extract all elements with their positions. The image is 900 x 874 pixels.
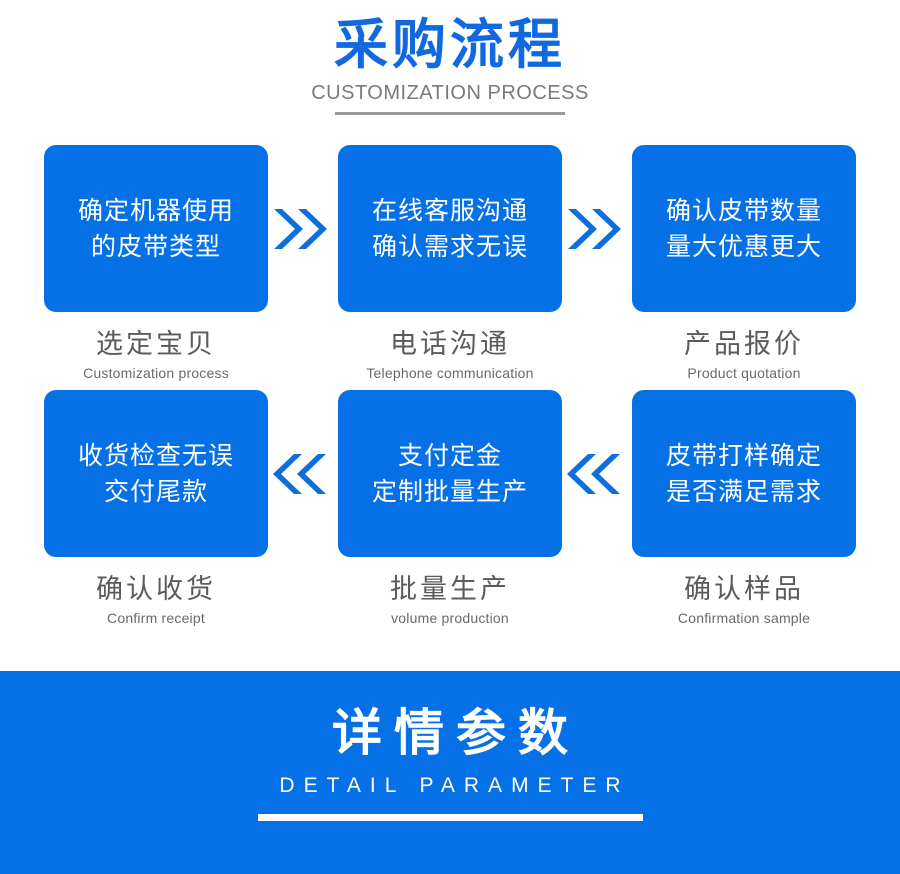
process-step-1-line1: 确定机器使用 [77,196,234,225]
process-step-1-line2: 的皮带类型 [90,231,221,261]
process-step-5[interactable]: 支付定金 定制批量生产 批量生产 volume production [338,390,562,626]
process-step-6-caption-en: Confirm receipt [107,610,205,626]
process-step-2-box[interactable]: 在线客服沟通 确认需求无误 [338,145,562,312]
process-step-2-caption-cn: 电话沟通 [390,329,510,360]
process-step-4[interactable]: 皮带打样确定 是否满足需求 确认样品 Confirmation sample [632,390,856,626]
process-step-5-caption-cn: 批量生产 [390,574,510,605]
process-step-6-box[interactable]: 收货检查无误 交付尾款 [44,390,268,557]
process-step-5-line2: 定制批量生产 [371,476,528,506]
process-step-4-box[interactable]: 皮带打样确定 是否满足需求 [632,390,856,557]
process-step-2[interactable]: 在线客服沟通 确认需求无误 电话沟通 Telephone communicati… [338,145,562,381]
process-step-2-caption-en: Telephone communication [366,365,534,381]
double-chevron-left-icon [566,448,622,500]
process-step-6-caption-cn: 确认收货 [96,574,216,605]
process-flow: 确定机器使用 的皮带类型 选定宝贝 Customization process … [0,145,900,635]
process-step-1[interactable]: 确定机器使用 的皮带类型 选定宝贝 Customization process [44,145,268,381]
process-step-1-box[interactable]: 确定机器使用 的皮带类型 [44,145,268,312]
process-step-6[interactable]: 收货检查无误 交付尾款 确认收货 Confirm receipt [44,390,268,626]
banner-title: 详情参数 [332,704,580,762]
process-step-1-caption-cn: 选定宝贝 [96,329,216,360]
double-chevron-left-icon [272,448,328,500]
process-step-6-line1: 收货检查无误 [77,441,234,470]
double-chevron-right-icon [272,203,328,255]
banner-subtitle: DETAIL PARAMETER [279,773,630,797]
process-step-3-line1: 确认皮带数量 [665,196,822,225]
page-subtitle: CUSTOMIZATION PROCESS [311,82,589,105]
process-step-4-caption-en: Confirmation sample [677,610,811,626]
detail-parameter-banner: 详情参数 DETAIL PARAMETER [0,671,900,874]
process-step-3-box[interactable]: 确认皮带数量 量大优惠更大 [632,145,856,312]
process-row-2: 收货检查无误 交付尾款 确认收货 Confirm receipt 支付定金 定制… [0,390,900,635]
process-step-3-caption-cn: 产品报价 [684,329,804,360]
process-step-4-caption-cn: 确认样品 [684,574,804,605]
header-divider [335,112,565,116]
process-step-3[interactable]: 确认皮带数量 量大优惠更大 产品报价 Product quotation [632,145,856,381]
process-step-5-caption-en: volume production [391,610,509,626]
page-title: 采购流程 [334,13,566,76]
page-header: 采购流程 CUSTOMIZATION PROCESS [0,0,900,130]
process-step-1-caption-en: Customization process [83,365,229,381]
process-step-5-box[interactable]: 支付定金 定制批量生产 [338,390,562,557]
process-step-3-line2: 量大优惠更大 [665,231,822,261]
process-step-3-caption-en: Product quotation [687,365,801,381]
process-step-2-line2: 确认需求无误 [371,231,528,261]
process-step-5-line1: 支付定金 [397,441,502,470]
process-step-4-line2: 是否满足需求 [665,476,822,506]
process-step-2-line1: 在线客服沟通 [371,196,528,225]
double-chevron-right-icon [566,203,622,255]
process-step-4-line1: 皮带打样确定 [665,441,822,470]
process-step-6-line2: 交付尾款 [103,476,208,506]
process-row-1: 确定机器使用 的皮带类型 选定宝贝 Customization process … [0,145,900,390]
banner-divider [257,813,643,821]
